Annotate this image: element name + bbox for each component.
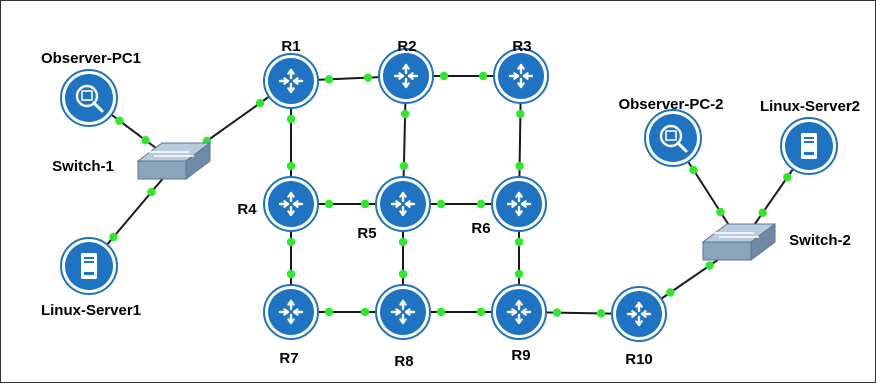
server-icon: [801, 133, 817, 159]
router-r4[interactable]: [263, 176, 319, 232]
label-r7: R7: [279, 350, 298, 367]
port-switch2-server2: [758, 208, 767, 217]
label-r10: R10: [625, 351, 653, 368]
router-r8[interactable]: [375, 284, 431, 340]
label-r2: R2: [397, 38, 416, 55]
port-r9-r6: [514, 269, 524, 279]
labels-layer: R1 R2 R3 R4 R5 R6 R7 R8 R9 R10 Switch-1 …: [41, 38, 860, 370]
port-r4-r1: [286, 161, 296, 171]
port-r3-r2: [478, 71, 488, 81]
server-icon: [81, 253, 97, 279]
label-switch2: Switch-2: [789, 232, 851, 249]
port-r2-r3: [439, 71, 449, 81]
port-r8-r9: [436, 307, 446, 317]
port-r1-r4: [286, 114, 296, 124]
router-icon: [278, 299, 304, 325]
port-observer2-switch2: [689, 165, 698, 175]
nodes-layer: [60, 48, 838, 342]
port-r3-r6: [516, 109, 525, 119]
router-icon: [278, 191, 304, 217]
router-icon: [390, 299, 416, 325]
router-r3[interactable]: [493, 48, 549, 104]
port-switch1-observer1: [141, 136, 150, 145]
label-r3: R3: [512, 38, 531, 55]
router-r9[interactable]: [491, 284, 547, 340]
port-r5-r6: [436, 199, 446, 209]
label-observer2: Observer-PC-2: [618, 96, 723, 113]
observer-pc-icon: [75, 84, 104, 113]
port-r5-r4: [360, 199, 370, 209]
switch-icon: [701, 223, 777, 261]
router-r10[interactable]: [611, 286, 667, 342]
port-r2-r5: [400, 109, 410, 119]
port-server2-switch2: [783, 173, 792, 182]
router-r5[interactable]: [375, 176, 431, 232]
router-icon: [506, 191, 532, 217]
router-icon: [506, 299, 532, 325]
port-r10-r9: [596, 309, 606, 318]
observer1-node[interactable]: [60, 69, 118, 127]
ports-layer: [109, 71, 792, 318]
port-r6-r5: [476, 199, 486, 209]
label-r6: R6: [471, 220, 490, 237]
port-r5-r8: [398, 237, 408, 247]
label-r5: R5: [357, 225, 376, 242]
port-r7-r4: [286, 269, 296, 279]
router-r7[interactable]: [263, 284, 319, 340]
label-r4: R4: [237, 201, 257, 218]
port-r4-r5: [324, 199, 334, 209]
port-observer1-switch1: [115, 116, 124, 125]
port-r8-r7: [360, 307, 370, 317]
label-r9: R9: [511, 347, 530, 364]
router-icon: [390, 191, 416, 217]
router-r2[interactable]: [378, 48, 434, 104]
switch2-node[interactable]: [701, 223, 777, 261]
port-r1-switch1: [255, 98, 265, 108]
switch-icon: [136, 142, 212, 180]
label-observer1: Observer-PC1: [41, 50, 141, 67]
label-r1: R1: [281, 38, 300, 55]
server2-node[interactable]: [780, 117, 838, 175]
router-icon: [278, 68, 304, 94]
label-server2: Linux-Server2: [760, 98, 860, 115]
port-switch2-observer2: [716, 207, 725, 217]
port-server1-switch1: [109, 232, 118, 242]
port-r2-r1: [363, 73, 373, 82]
label-r8: R8: [394, 353, 413, 370]
port-r10-switch2: [666, 288, 675, 297]
port-r6-r3: [515, 161, 524, 171]
port-r9-r10: [552, 308, 562, 317]
switch1-node[interactable]: [136, 142, 212, 180]
port-r6-r9: [514, 237, 524, 247]
router-icon: [393, 63, 419, 89]
router-r6[interactable]: [491, 176, 547, 232]
label-switch1: Switch-1: [52, 158, 114, 175]
router-icon: [626, 301, 652, 327]
router-r1[interactable]: [263, 53, 319, 109]
port-r5-r2: [399, 161, 409, 171]
port-r7-r8: [324, 307, 334, 317]
port-r8-r5: [398, 269, 408, 279]
router-icon: [508, 63, 534, 89]
port-switch1-server1: [147, 187, 156, 197]
port-r9-r8: [476, 307, 486, 317]
port-r1-r2: [324, 75, 334, 84]
observer2-node[interactable]: [644, 109, 702, 167]
observer-pc-icon: [659, 124, 688, 153]
port-r4-r7: [286, 237, 296, 247]
server1-node[interactable]: [60, 237, 118, 295]
label-server1: Linux-Server1: [41, 302, 141, 319]
port-switch2-r10: [705, 261, 714, 270]
